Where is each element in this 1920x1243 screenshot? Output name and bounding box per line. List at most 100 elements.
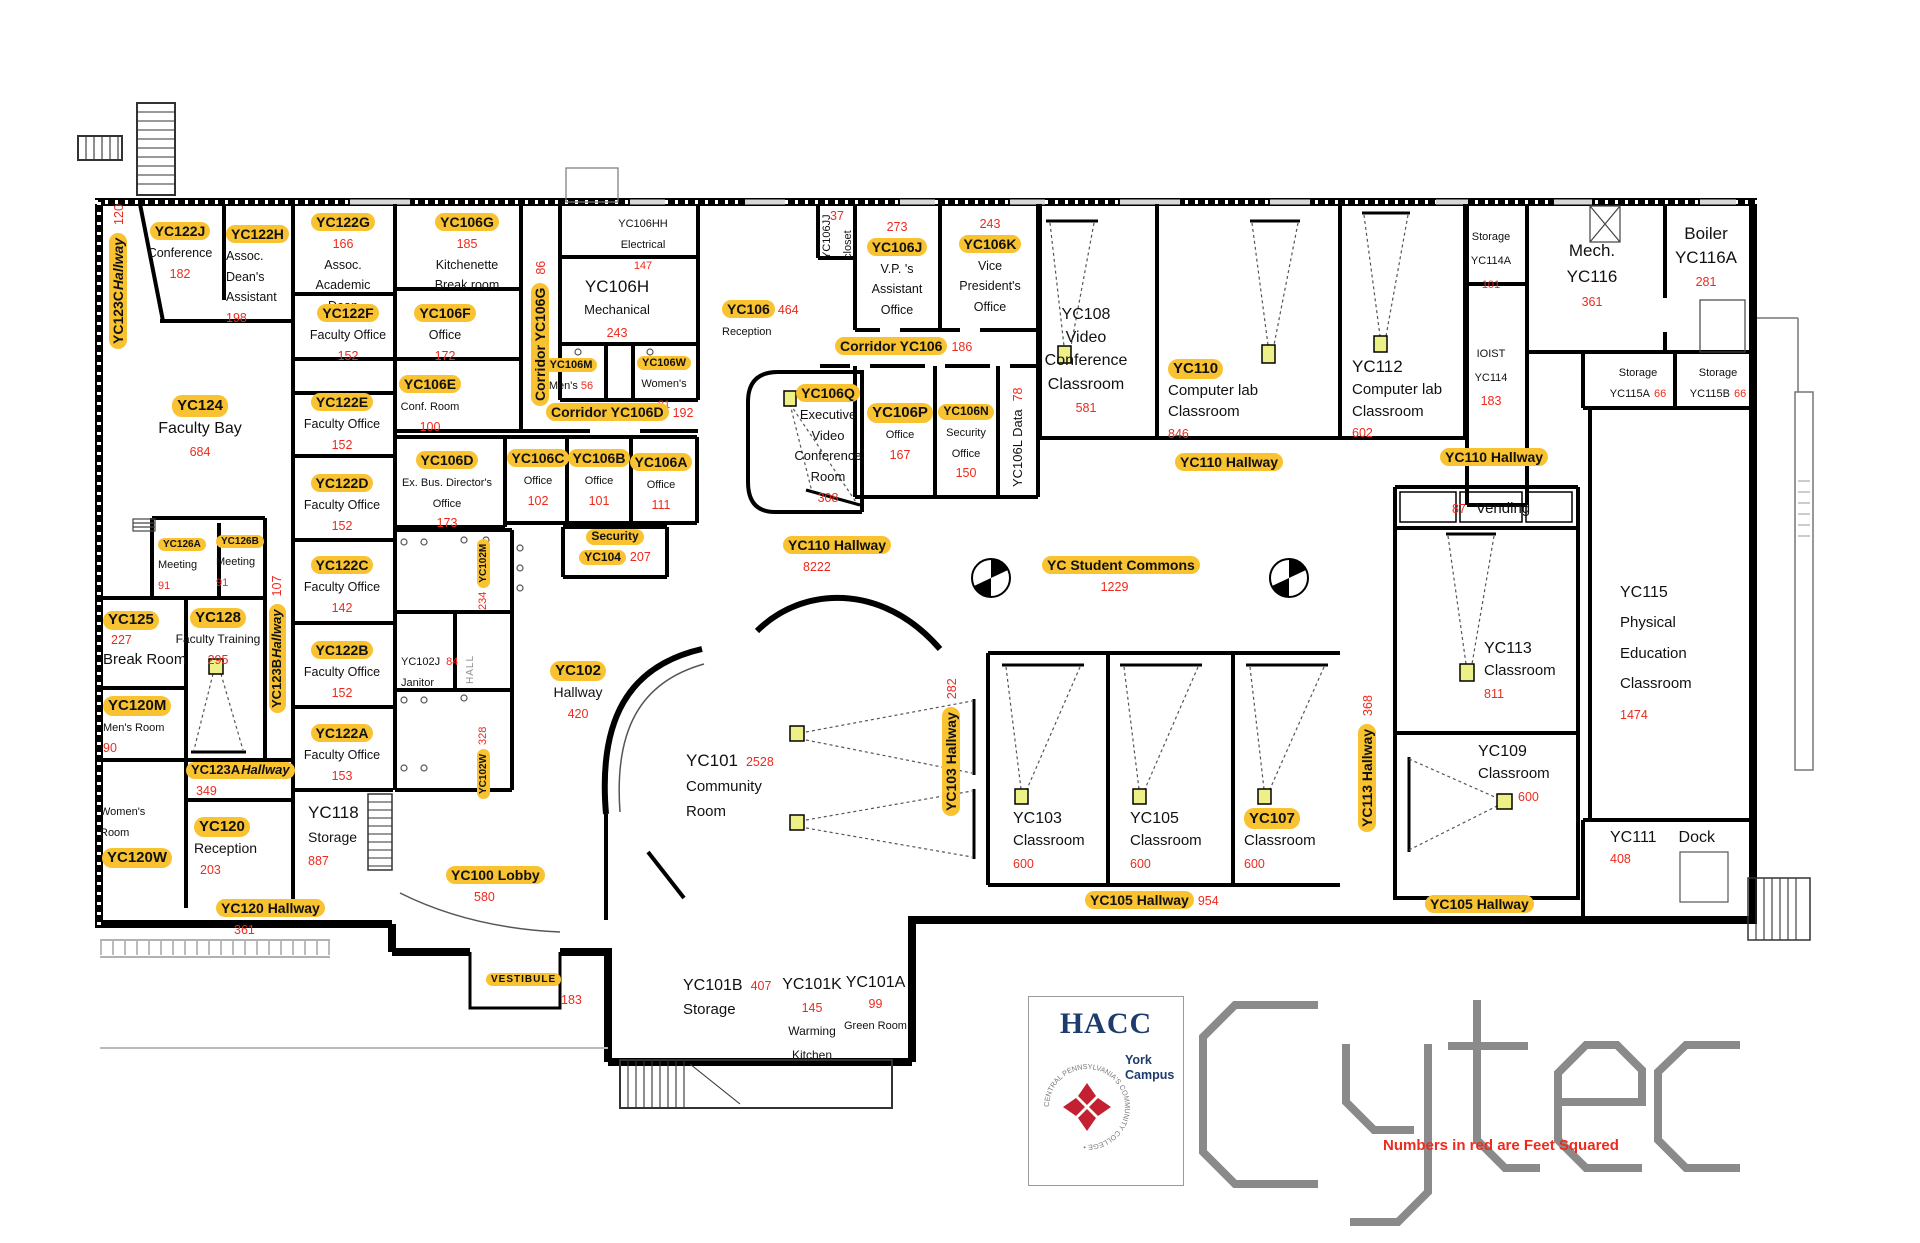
stair-icons [77, 102, 1811, 1109]
commons-table-icons [971, 558, 1309, 598]
projector-cones [193, 214, 1498, 858]
logo-title: HACC [1059, 1007, 1153, 1040]
yc113-hallway: YC113 Hallway368 [1358, 695, 1379, 832]
stair-treads [85, 111, 1797, 1108]
hacc-logo: HACC York Campus CENTRAL PENNSYLVANIA'S … [1028, 996, 1184, 1186]
vestibule: VESTIBULE [486, 968, 562, 989]
yc102m: 234YC102M [472, 538, 493, 610]
site-details [100, 317, 1814, 1049]
cytec-wordmark: Cytec [1199, 1000, 1740, 1226]
hall-text: HALL [465, 654, 476, 684]
projection-screens [191, 211, 1496, 859]
vestibule-sqft: 183 [561, 993, 582, 1007]
yc102w: YC102W328 [472, 727, 493, 799]
yc106jj-sqft: 37 [830, 209, 844, 223]
letter-y [1342, 1044, 1432, 1226]
letter-c [1654, 1041, 1740, 1172]
yc110-hallway-center: YC110 Hallway [1175, 453, 1284, 474]
yc106q-walls [746, 370, 862, 514]
yc103-hallway: YC103 Hallway282 [942, 678, 963, 816]
logo-seal-icon: CENTRAL PENNSYLVANIA'S COMMUNITY COLLEGE… [1042, 1062, 1132, 1152]
yc105-hallway-right: YC105 Hallway [1425, 895, 1534, 916]
yc106l-data: YC106L Data78 [1010, 387, 1025, 487]
equipment-details [132, 167, 1746, 903]
vending-machine-icons [1399, 491, 1573, 523]
community-room-walls [601, 594, 943, 815]
yc120w: YC120W [102, 848, 173, 869]
letter-e [1554, 1041, 1646, 1172]
letter-t [1448, 1000, 1540, 1172]
cross-flower-icon [1063, 1083, 1111, 1131]
door-leaf [646, 850, 686, 900]
letter-C [1199, 1001, 1318, 1188]
logo-campus: York Campus [1125, 1053, 1175, 1082]
red-note: Numbers in red are Feet Squared [1383, 1137, 1619, 1154]
projector-icons [208, 335, 1513, 831]
restroom-fixture-icons [400, 348, 654, 772]
